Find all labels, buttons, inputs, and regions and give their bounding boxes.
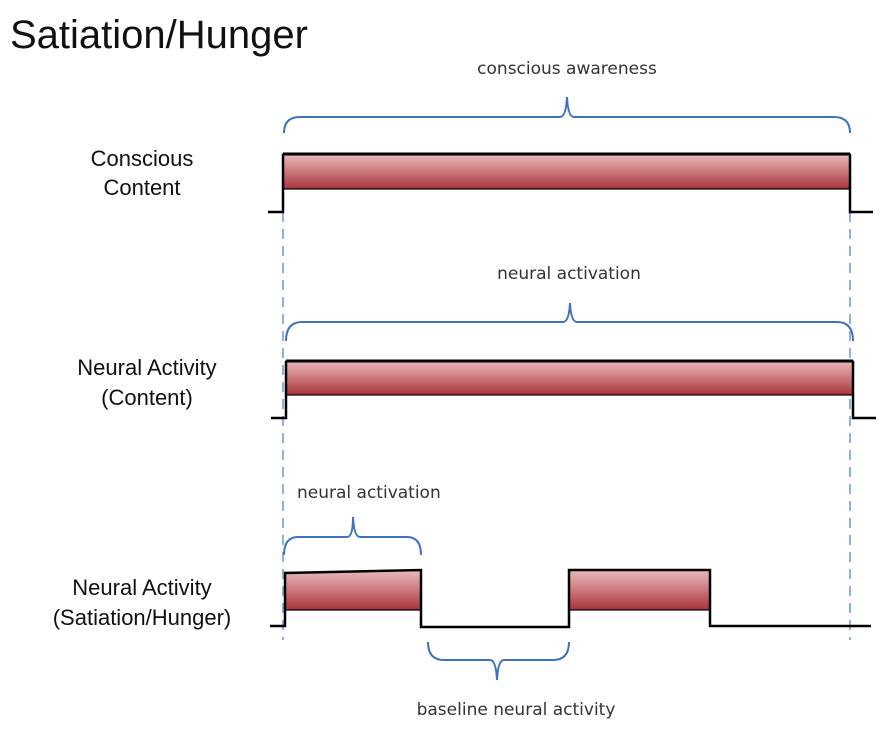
row-label-conscious-content-line1: Conscious [91,146,194,171]
row-label-conscious-content-line2: Content [103,175,180,200]
bar-conscious-content [282,153,851,190]
bar-neural-content [285,360,854,396]
signal-conscious-content [268,154,873,214]
brace-baseline-neural-activity [427,641,570,681]
annotation-neural-activation-satiation: neural activation [297,483,441,503]
brace-neural-activation-satiation [283,516,422,556]
signal-satiation-hunger [270,568,871,629]
annotation-baseline-neural-activity: baseline neural activity [417,700,616,720]
annotation-neural-activation-content: neural activation [497,264,641,284]
bar-satiation-pulse-2 [568,569,711,611]
row-label-neural-satiation-line2: (Satiation/Hunger) [53,605,232,630]
diagram-title: Satiation/Hunger [10,13,308,57]
row-label-neural-content-line2: (Content) [101,385,193,410]
bar-satiation-pulse-1 [284,569,422,611]
signal-neural-content [271,361,876,420]
brace-conscious-awareness [283,96,851,134]
row-label-neural-content-line1: Neural Activity [77,355,216,380]
annotation-conscious-awareness: conscious awareness [477,59,657,79]
brace-neural-activation-content [285,302,854,342]
row-label-neural-satiation-line1: Neural Activity [72,575,211,600]
